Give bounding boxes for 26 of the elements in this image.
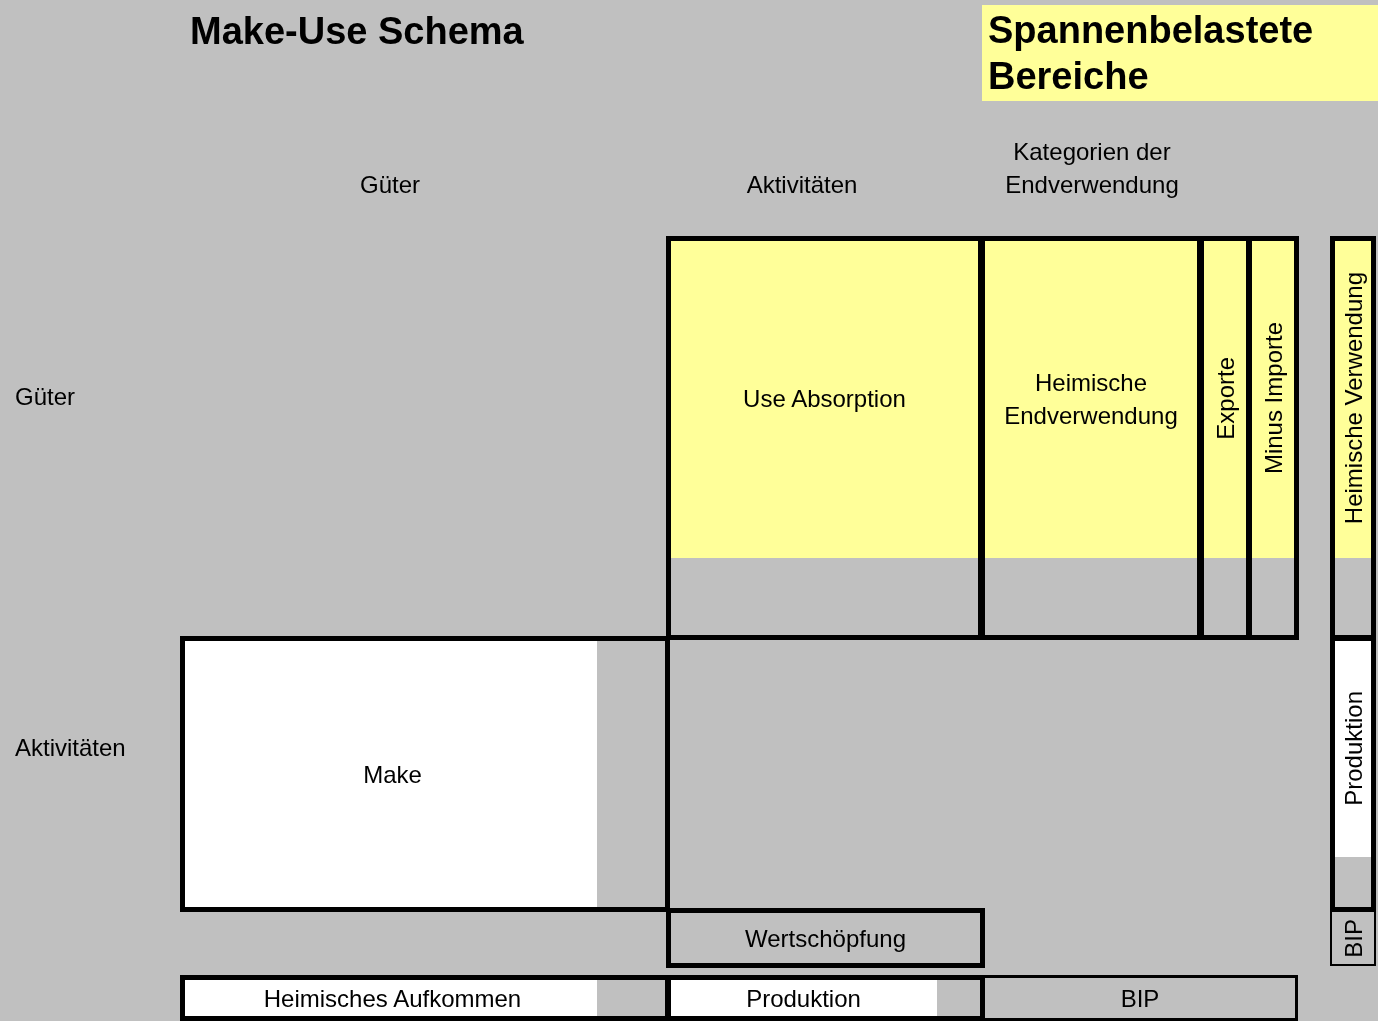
matrix-block: [982, 975, 1298, 1021]
row-header: Güter: [15, 382, 77, 412]
column-header: Kategorien der Endverwendung: [1004, 137, 1180, 200]
matrix-block: [980, 236, 1202, 640]
cell-label: Produktion: [746, 983, 861, 1014]
title: Make-Use Schema: [190, 9, 524, 54]
cell-label: Produktion: [1338, 691, 1368, 806]
cell-label: Heimisches Aufkommen: [263, 983, 522, 1014]
row-header: Aktivitäten: [15, 733, 127, 763]
cell-label: Exporte: [1210, 357, 1240, 440]
cell-label: BIP: [1338, 918, 1368, 958]
cell-label: Heimische Verwendung: [1338, 272, 1368, 525]
cell-label: Minus Importe: [1258, 322, 1288, 475]
cell-label: BIP: [1120, 983, 1160, 1014]
matrix-block: [666, 236, 983, 640]
column-header: Güter: [359, 170, 421, 200]
cell-label: Spannenbelastete Bereiche: [987, 8, 1315, 99]
cell-label: Make: [363, 759, 422, 790]
matrix-block: [180, 636, 670, 912]
matrix-block: [666, 908, 985, 968]
heading-highlight: [982, 5, 1378, 101]
column-header: Aktivitäten: [745, 170, 859, 200]
cell-label: Wertschöpfung: [745, 923, 906, 954]
cell-label: Use Absorption: [743, 384, 906, 414]
matrix-block: [1330, 910, 1376, 966]
cell-label: Heimische Endverwendung: [1003, 367, 1179, 431]
